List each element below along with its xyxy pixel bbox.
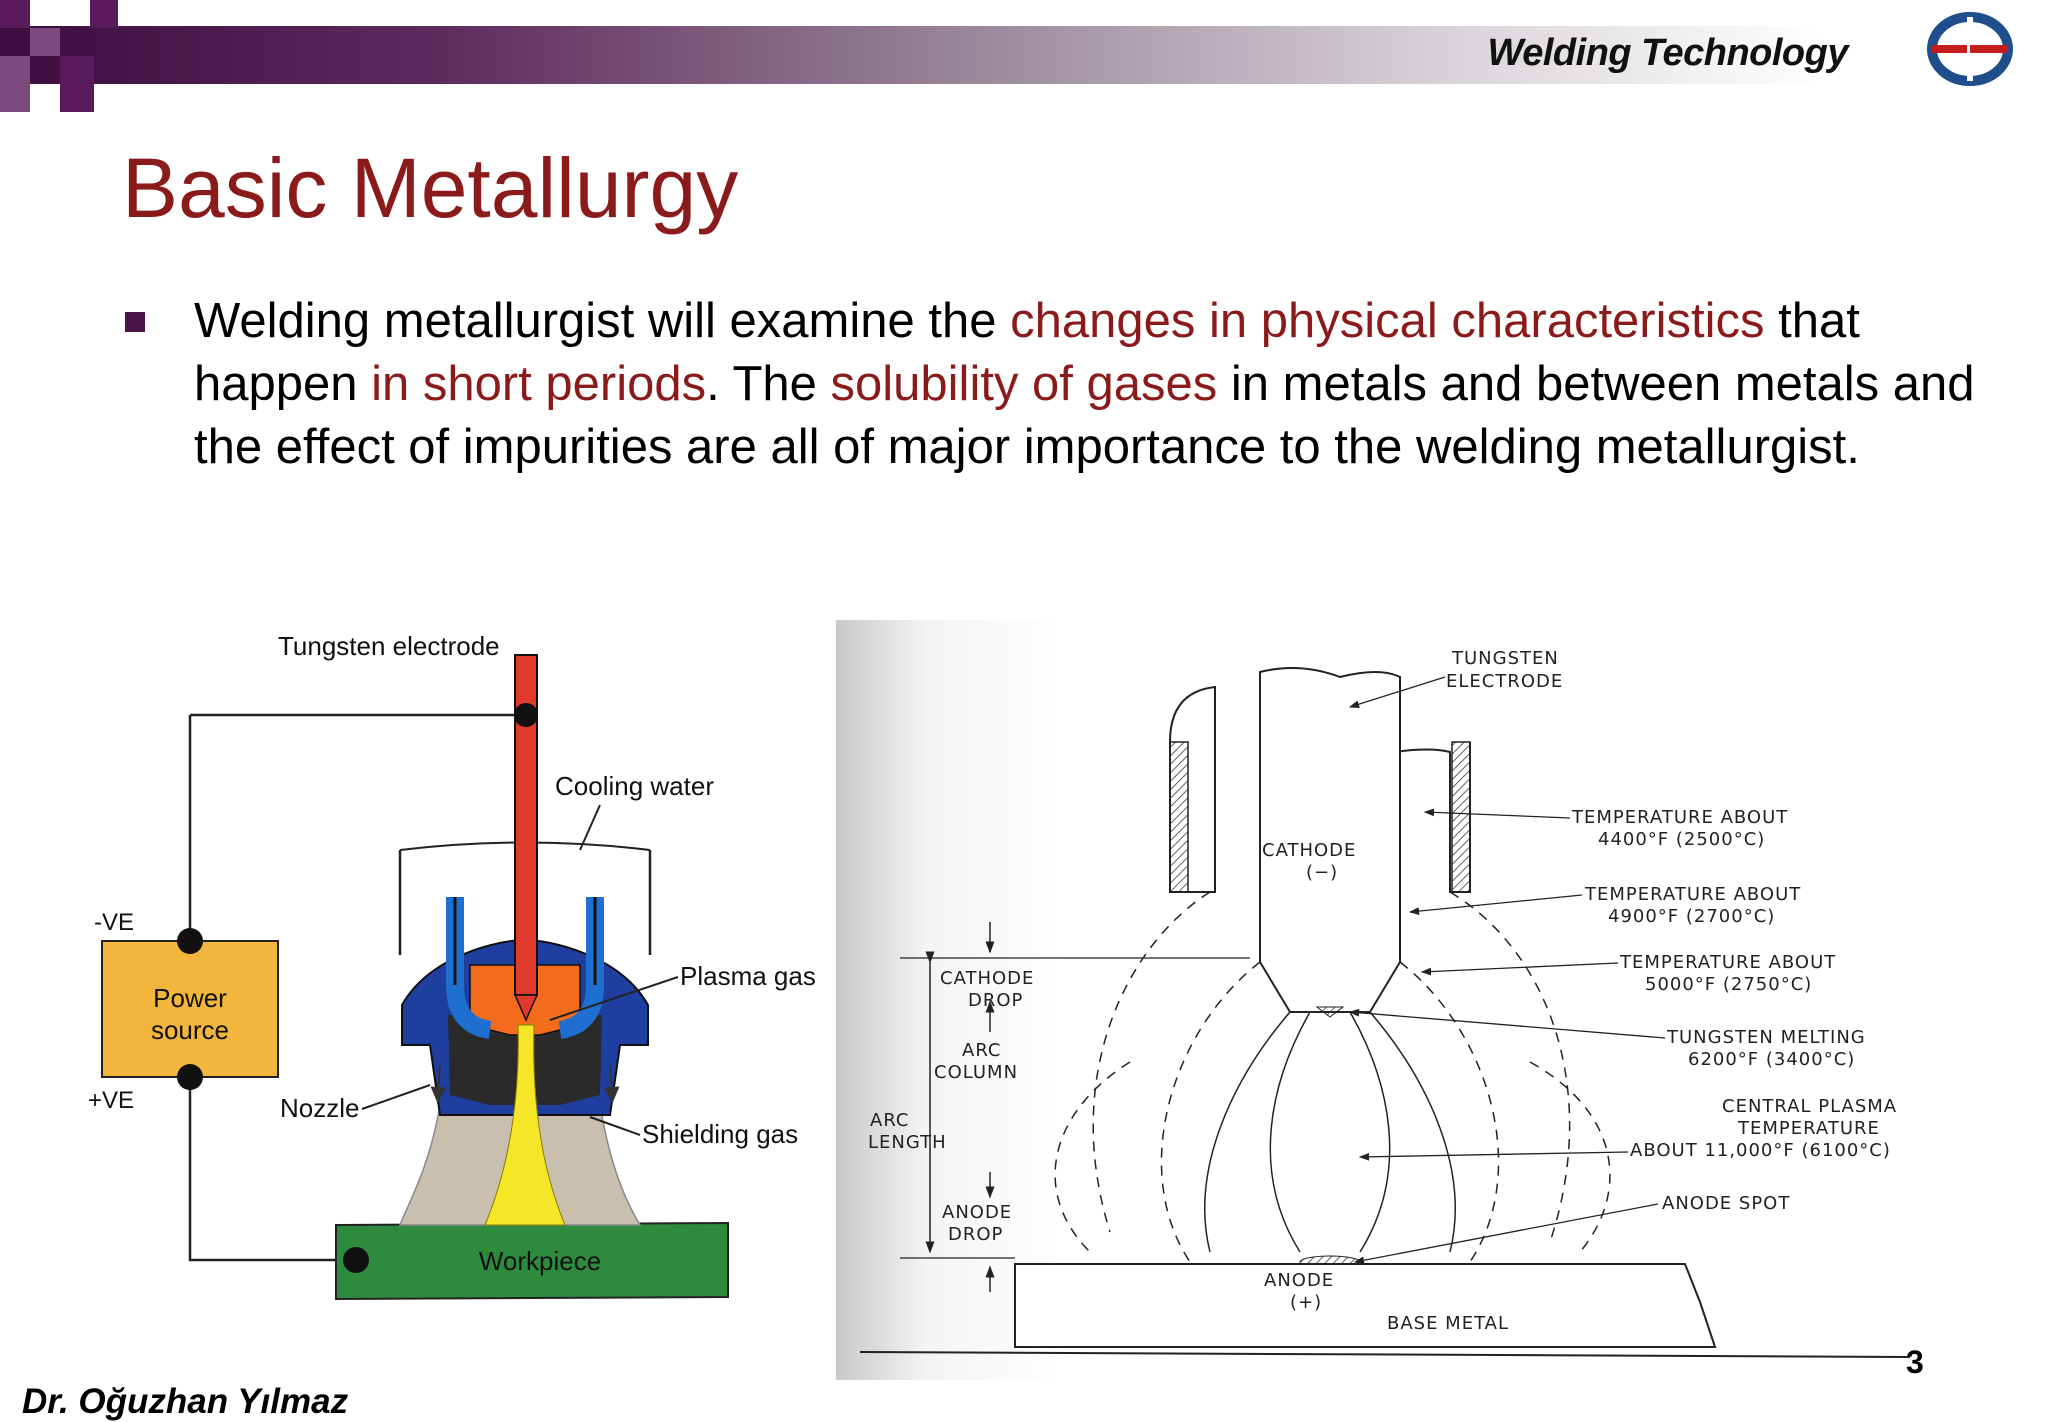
highlight-physical-characteristics: changes in physical characteristics [1010,294,1765,348]
negative-terminal [177,928,203,954]
label-tungsten-electrode: Tungsten electrode [278,631,500,661]
plasma-jet [484,1024,566,1226]
label-base-metal: BASE METAL [1387,1313,1509,1334]
electrode-terminal [514,703,538,727]
label-tungsten-electrode: TUNGSTEN [1451,648,1559,669]
label-arc-length: ARC [870,1110,910,1131]
power-source-box [101,940,279,1078]
label-cathode-drop: CATHODE [940,968,1034,989]
positive-label: +VE [88,1087,134,1114]
author-name: Dr. Oğuzhan Yılmaz [22,1382,349,1421]
label-central-plasma: CENTRAL PLASMA [1722,1096,1897,1117]
label-anode-drop: ANODE [942,1202,1012,1223]
slide-title: Basic Metallurgy [122,141,739,235]
label-shielding-gas: Shielding gas [642,1119,798,1149]
base-metal-plate [1014,1263,1717,1348]
workpiece-label: Workpiece [479,1246,601,1276]
power-source-label: source [151,1015,229,1045]
header-decor-square [90,0,118,28]
label-tungsten-electrode: ELECTRODE [1446,671,1563,692]
label-temp-1: TEMPERATURE ABOUT [1571,807,1788,828]
label-nozzle: Nozzle [280,1093,359,1123]
label-cathode: CATHODE [1262,840,1356,861]
header-title: Welding Technology [1487,32,1849,74]
bullet-text-part: that happen [194,294,1860,411]
bullet-text: Welding metallurgist will examine the ch… [194,290,2034,479]
power-source-label: Power [153,983,227,1013]
label-central-plasma: TEMPERATURE [1737,1118,1880,1139]
label-temp-1: 4400°F (2500°C) [1598,829,1765,850]
label-temp-2: 4900°F (2700°C) [1608,906,1775,927]
positive-terminal [177,1064,203,1090]
highlight-short-periods: in short periods [371,357,707,411]
label-cooling-water: Cooling water [555,771,714,801]
highlight-solubility-of-gases: solubility of gases [830,357,1218,411]
label-temp-2: TEMPERATURE ABOUT [1584,884,1801,905]
header-decor-square [0,0,30,28]
label-tungsten-melting: TUNGSTEN MELTING [1666,1027,1866,1048]
negative-label: -VE [94,909,134,936]
label-temp-3: 5000°F (2750°C) [1645,974,1812,995]
bullet-square-icon [125,312,145,332]
page-number: 3 [1906,1344,1924,1380]
label-anode-spot: ANODE SPOT [1662,1193,1790,1214]
bullet-text-part: . The [706,357,831,411]
label-arc-column: COLUMN [934,1062,1018,1083]
label-tungsten-melting: 6200°F (3400°C) [1688,1049,1855,1070]
label-cathode: (−) [1306,862,1338,883]
bullet-text-part: in metals and between metals and the eff… [194,357,1975,474]
header-band [0,26,1980,84]
tungsten-electrode-body [1259,667,1401,1013]
header-decor-square [30,28,60,56]
bullet-text-part: Welding metallurgist will examine the [194,294,1011,348]
header-decor-square [0,56,30,112]
label-plasma-gas: Plasma gas [680,961,816,991]
label-arc-column: ARC [962,1040,1002,1061]
plasma-torch-diagram: Power source -VE +VE Workpiece Tungsten … [88,631,816,1301]
label-central-plasma: ABOUT 11,000°F (6100°C) [1630,1140,1891,1161]
arc-temperature-diagram: TUNGSTEN ELECTRODE CATHODE (−) TEMPERATU… [836,620,1966,1380]
label-anode-drop: DROP [948,1224,1003,1245]
header-decor-square [60,56,94,112]
label-anode: (+) [1290,1292,1322,1313]
label-arc-length: LENGTH [868,1132,947,1153]
label-temp-3: TEMPERATURE ABOUT [1619,952,1836,973]
university-logo-icon [1927,12,2013,86]
label-cathode-drop: DROP [968,990,1023,1011]
workpiece-terminal [343,1247,369,1273]
label-anode: ANODE [1264,1270,1334,1291]
